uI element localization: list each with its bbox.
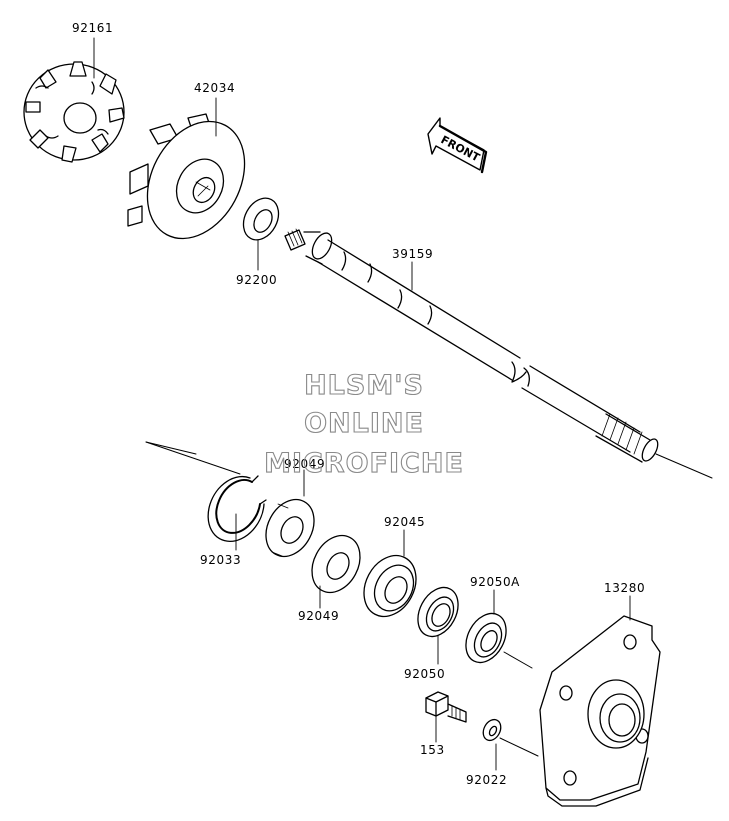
part-label-92045: 92045 [384, 515, 425, 529]
part-label-92050A: 92050A [470, 575, 520, 589]
part-label-13280: 13280 [604, 581, 645, 595]
oil-seal-part-icon [417, 586, 459, 638]
leader-lines [93, 37, 631, 771]
part-label-92049-lower: 92049 [298, 609, 339, 623]
shaft-part-icon [284, 228, 659, 463]
circlip-part-icon [207, 475, 267, 542]
impeller-part-icon [127, 113, 246, 240]
damper-part-icon [23, 61, 125, 163]
part-label-92033: 92033 [200, 553, 241, 567]
bolt-part-icon [425, 691, 467, 723]
bearing-part-icon [363, 554, 417, 618]
part-label-92050: 92050 [404, 667, 445, 681]
watermark-line-2: ONLINE [304, 408, 424, 439]
spacer-part-icon [265, 498, 315, 558]
watermark-line-3: MICROFICHE [264, 448, 464, 479]
spacer-part-icon [311, 534, 361, 594]
part-label-42034: 42034 [194, 81, 235, 95]
front-arrow-icon [427, 117, 488, 174]
cover-plate-part-icon [539, 615, 661, 807]
washer-part-icon [482, 718, 502, 742]
part-label-39159: 39159 [392, 247, 433, 261]
part-label-92049-upper: 92049 [284, 457, 325, 471]
part-label-92022: 92022 [466, 773, 507, 787]
washer-part-icon [242, 197, 280, 241]
part-label-92161: 92161 [72, 21, 113, 35]
part-label-92200: 92200 [236, 273, 277, 287]
part-label-153: 153 [420, 743, 445, 757]
watermark-line-1: HLSM'S [304, 370, 424, 401]
oil-seal-part-icon [465, 612, 507, 664]
